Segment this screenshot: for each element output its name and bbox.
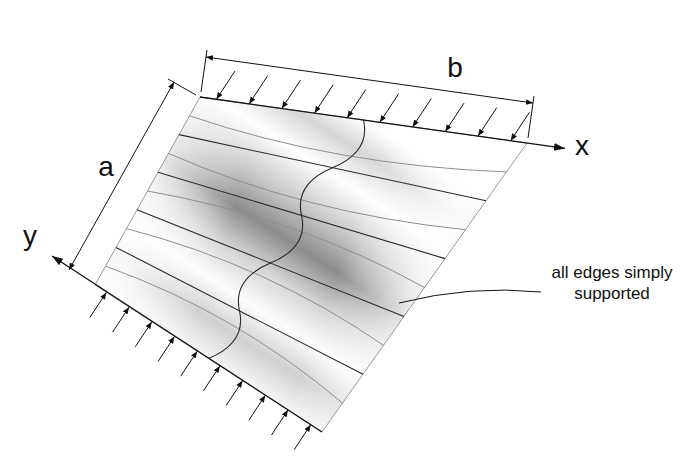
nodal-lines [116,135,486,375]
load-arrows-top [216,71,529,141]
note-text: all edges simply supported [545,262,679,305]
axis-label: y [23,221,37,252]
dimension-label: a [98,152,114,183]
dimension-b [201,50,534,138]
wave-line [209,120,365,359]
contour-arcs [106,116,507,403]
dimension-label: b [447,53,463,84]
axis-label: x [575,131,589,162]
plate-edge [95,97,527,432]
y-axis [52,256,322,432]
leader-line [399,290,541,303]
load-arrows-bottom [90,292,311,449]
plate-surface [95,97,527,432]
x-axis [200,97,565,148]
dimension-a [69,79,196,270]
